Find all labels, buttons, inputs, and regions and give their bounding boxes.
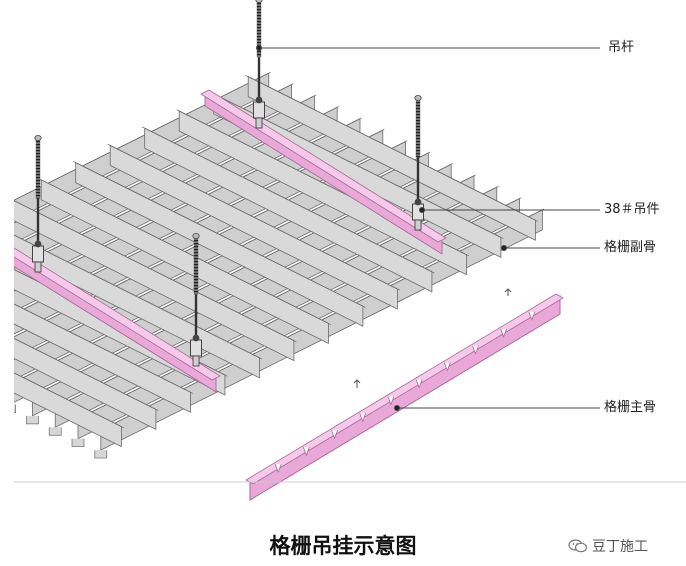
wechat-icon: [568, 539, 588, 553]
rod-thread: [415, 98, 421, 158]
hanger-rod: [32, 134, 44, 273]
hanger-bracket: [32, 245, 44, 263]
secondary-keel: [14, 303, 193, 413]
keel-notch: [415, 379, 423, 389]
keel-flange: [14, 234, 262, 360]
keel-end-cap: [14, 404, 16, 413]
rod-top-nut: [34, 134, 42, 141]
rod-top-nut: [255, 0, 263, 3]
hanger-clip: [192, 355, 200, 367]
hanger-clip: [34, 261, 42, 273]
arrow-marks: [353, 288, 512, 388]
loose-keel-flange: [245, 293, 564, 485]
secondary-keel: [14, 338, 159, 431]
keel-notch: [500, 328, 508, 338]
watermark-text: 豆丁施工: [592, 539, 648, 555]
keel-flange: [73, 161, 366, 308]
rod-nut: [255, 96, 263, 104]
main-keel-flange: [14, 247, 221, 381]
secondary-keel: [142, 126, 435, 293]
keel-notch: [331, 430, 338, 440]
keel-flange: [14, 303, 193, 394]
keel-flange: [14, 372, 124, 429]
keel-notch: [528, 311, 536, 322]
keel-notch: [472, 345, 479, 355]
label-main-keel: 格栅主骨: [604, 400, 657, 415]
keel-flange: [38, 178, 331, 325]
secondary-keel: [14, 372, 124, 448]
keel-notch: [274, 463, 282, 474]
secondary-keel: [107, 143, 400, 310]
keel-notch: [443, 362, 451, 372]
rod-thread: [256, 0, 262, 58]
rod-thread: [35, 138, 41, 199]
label-hanger: 38＃吊件: [604, 202, 660, 217]
keel-notch: [387, 396, 395, 406]
keel-notch: [302, 447, 310, 457]
arrow-mark: [504, 288, 512, 296]
secondary-keel: [38, 178, 331, 345]
rod-top-nut: [414, 95, 422, 102]
keel-flange: [142, 126, 435, 274]
rod-thread: [193, 236, 199, 295]
keel-end-cap: [26, 415, 39, 425]
keel-end-cap: [48, 427, 62, 436]
rod-nut: [414, 198, 422, 206]
keel-end-cap: [94, 450, 108, 459]
keel-flange: [245, 75, 538, 222]
secondary-keel: [73, 161, 366, 327]
label-hanger-rod: 吊杆: [608, 40, 635, 55]
hanger-clip: [255, 117, 263, 129]
secondary-keel: [245, 75, 538, 241]
diagram-caption: 格栅吊挂示意图: [269, 533, 417, 558]
hanger-clip: [414, 219, 422, 231]
label-secondary-keel: 格栅副骨: [604, 240, 657, 255]
keel-flange: [107, 143, 400, 291]
rod-nut: [34, 240, 42, 248]
keel-flange: [14, 338, 159, 411]
rod-top-nut: [192, 232, 200, 239]
watermark: 豆丁施工: [568, 536, 648, 556]
keel-end-cap: [71, 438, 85, 448]
hanger-bracket: [253, 101, 265, 119]
arrow-mark: [353, 379, 361, 388]
leader-lines: [256, 45, 600, 411]
keel-notch: [359, 413, 367, 423]
rod-nut: [192, 334, 200, 342]
hanger-rod: [253, 0, 265, 129]
hanger-bracket: [190, 339, 202, 357]
hanger-rod: [190, 232, 202, 367]
loose-main-keel: [245, 293, 564, 501]
main-keel: [14, 247, 221, 393]
